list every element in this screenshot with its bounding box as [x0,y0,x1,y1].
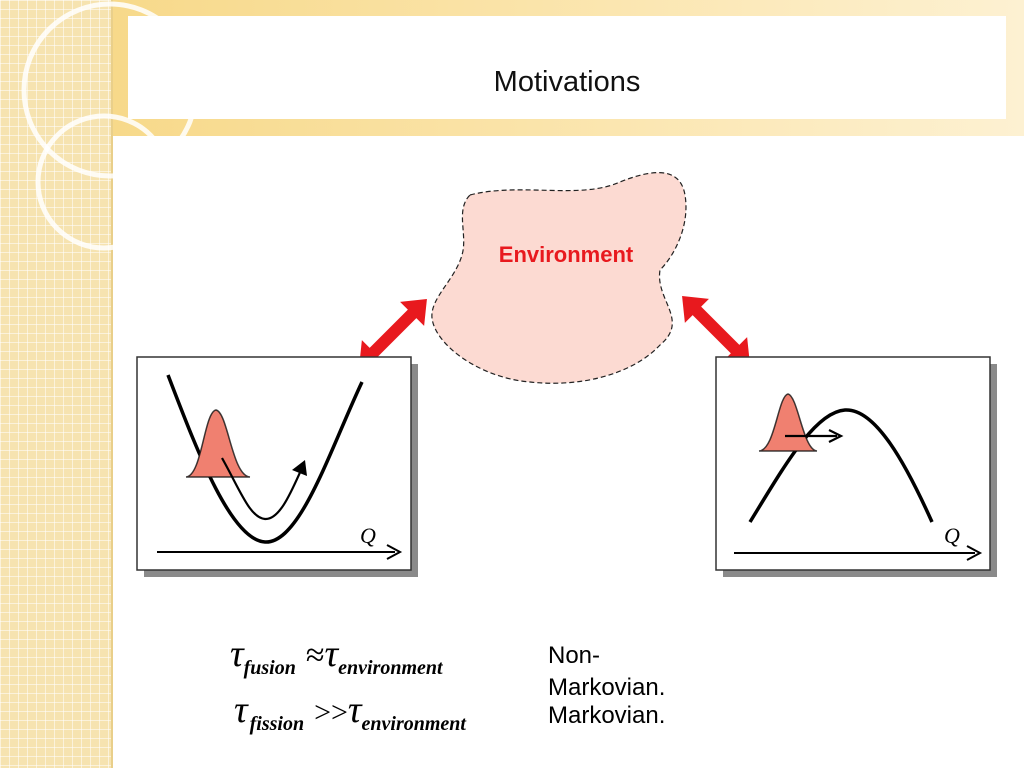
subscript-fusion: fusion [243,657,296,679]
panel-frame [715,356,991,571]
trajectory-arrow [221,457,304,521]
potential-well-curve [166,374,364,544]
tau-symbol: τ [324,633,339,675]
subscript-fission: fission [249,713,305,735]
environment-blob [431,172,687,384]
description-text: Non- Markovian. [548,642,666,701]
trajectory-arrowhead [292,460,307,476]
left-panel: Q [136,356,418,577]
description-text: Markovian. [548,702,666,729]
decorative-ring-bottom [35,113,173,251]
environment-label: Environment [499,242,634,267]
slide-title: Motivations [493,66,641,98]
title-box: Motivations [128,16,1006,119]
equation-fission-description: Markovian. [548,700,708,732]
potential-barrier-curve [748,408,934,523]
equation-fusion-description: Non- Markovian. [548,640,708,704]
q-axis-arrowhead [386,544,403,560]
q-axis-arrowhead [966,545,983,561]
panel-frame [136,356,412,571]
tau-symbol: τ [234,689,248,731]
wave-packet [185,409,251,478]
approx-operator: ≈ [305,637,325,674]
tau-symbol: τ [230,633,244,675]
motion-arrowhead [828,429,844,443]
equation-fusion: τfusion ≈τenvironment [230,632,443,679]
much-greater-operator: >> [314,696,348,729]
subscript-environment: environment [361,713,466,735]
tau-symbol: τ [347,689,362,731]
q-axis-label: Q [944,523,960,548]
right-panel: Q [715,356,997,577]
decorative-grid-strip [0,0,113,768]
subscript-environment: environment [338,657,443,679]
q-axis-label: Q [360,523,376,548]
